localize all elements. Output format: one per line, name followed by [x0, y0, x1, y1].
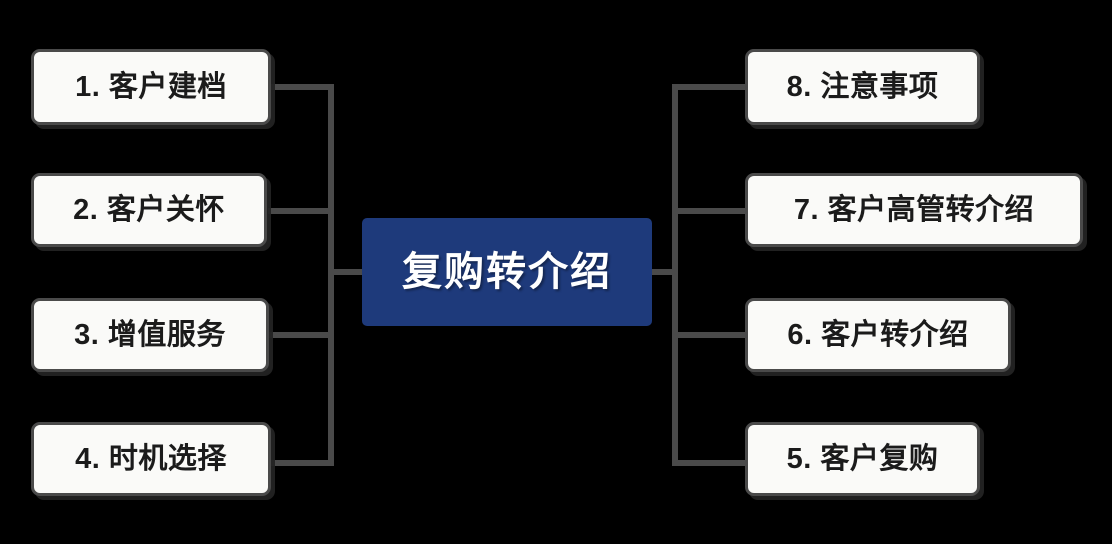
left-spine-to-center [328, 269, 368, 275]
center-node[interactable]: 复购转介绍 [362, 218, 652, 326]
node-right-5-label: 5. 客户复购 [786, 442, 939, 475]
left-connector-2 [268, 208, 332, 214]
right-connector-5 [672, 460, 748, 466]
right-spine-to-center [646, 269, 678, 275]
node-left-4[interactable]: 4. 时机选择 [31, 422, 271, 496]
node-right-5[interactable]: 5. 客户复购 [745, 422, 980, 496]
node-left-2-label: 2. 客户关怀 [73, 193, 225, 226]
node-left-1[interactable]: 1. 客户建档 [31, 49, 271, 125]
left-connector-1 [268, 84, 332, 90]
node-left-1-label: 1. 客户建档 [75, 70, 227, 103]
node-left-3[interactable]: 3. 增值服务 [31, 298, 269, 372]
left-connector-3 [268, 332, 332, 338]
node-left-2[interactable]: 2. 客户关怀 [31, 173, 267, 247]
right-connector-6 [672, 332, 748, 338]
left-connector-4 [268, 460, 332, 466]
node-right-6[interactable]: 6. 客户转介绍 [745, 298, 1011, 372]
node-right-6-label: 6. 客户转介绍 [787, 318, 969, 351]
node-right-8[interactable]: 8. 注意事项 [745, 49, 980, 125]
node-left-4-label: 4. 时机选择 [75, 442, 227, 475]
center-node-label: 复购转介绍 [402, 250, 612, 294]
node-right-7[interactable]: 7. 客户高管转介绍 [745, 173, 1083, 247]
left-spine [328, 84, 334, 466]
right-connector-8 [672, 84, 748, 90]
node-left-3-label: 3. 增值服务 [74, 318, 226, 351]
right-spine [672, 84, 678, 466]
right-connector-7 [672, 208, 748, 214]
node-right-7-label: 7. 客户高管转介绍 [793, 193, 1035, 226]
node-right-8-label: 8. 注意事项 [786, 70, 939, 103]
